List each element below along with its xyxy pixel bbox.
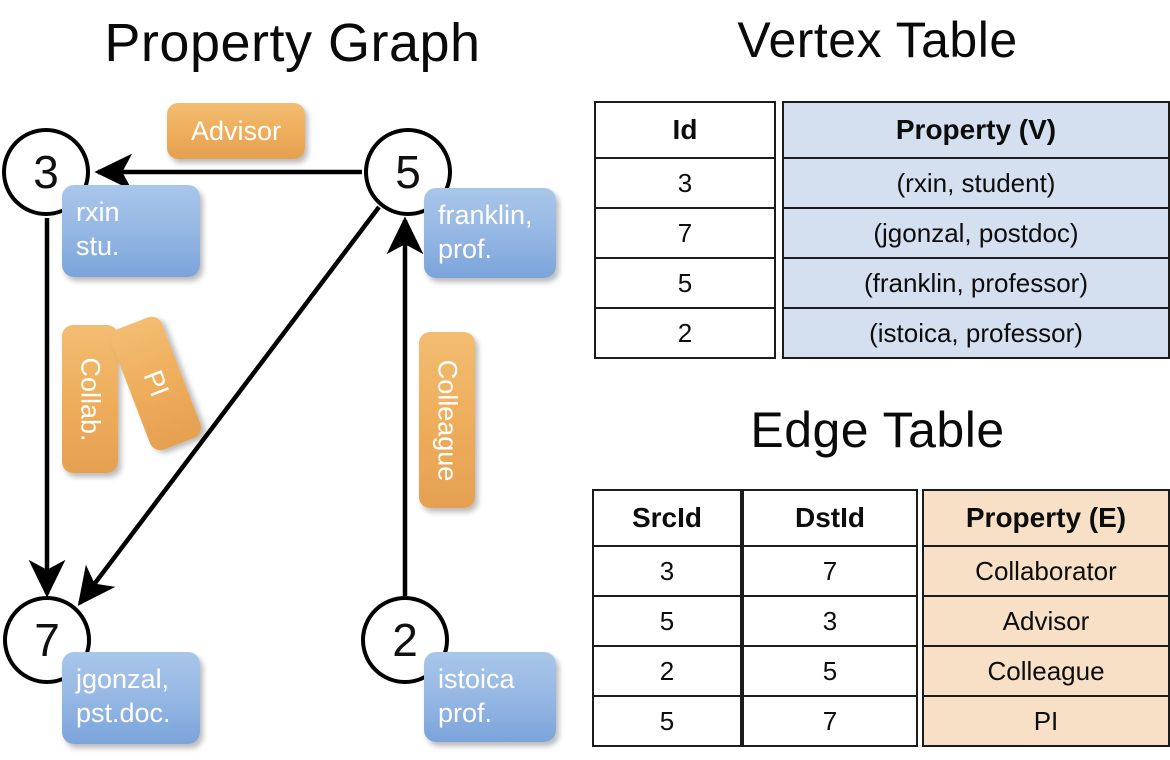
- edge-property-cell: Advisor: [922, 595, 1170, 647]
- vertex-property-box-7: jgonzal, pst.doc.: [62, 652, 200, 744]
- property-graph-diagram: 3 5 7 2 rxin stu. franklin, prof. jgonza…: [2, 103, 556, 744]
- table-row[interactable]: 7: [594, 207, 776, 259]
- edge-label-collab-text: Collab.: [75, 356, 106, 442]
- edge-table-header-dstid: DstId: [742, 489, 918, 547]
- table-header-row: Property (V): [782, 101, 1170, 159]
- page-title-edge-table: Edge Table: [750, 402, 1005, 458]
- edge-src-cell: 5: [592, 595, 742, 647]
- vertex-property-7-line1: jgonzal,: [76, 664, 170, 694]
- vertex-id-cell: 7: [594, 207, 776, 259]
- vertex-property-5-line1: franklin,: [438, 200, 533, 230]
- edge-property-cell: Colleague: [922, 645, 1170, 697]
- table-row[interactable]: 3: [592, 545, 742, 597]
- table-row[interactable]: (jgonzal, postdoc): [782, 207, 1170, 259]
- table-header-row: SrcId: [592, 489, 742, 547]
- vertex-table-property-column: Property (V) (rxin, student) (jgonzal, p…: [782, 101, 1170, 359]
- edge-dst-cell: 3: [742, 595, 918, 647]
- vertex-property-2-line1: istoica: [438, 664, 515, 694]
- edge-table-dstid-column: DstId 7 3 5 7: [742, 489, 918, 747]
- edge-dst-cell: 7: [742, 545, 918, 597]
- table-row[interactable]: PI: [922, 695, 1170, 747]
- edge-dst-cell: 5: [742, 645, 918, 697]
- vertex-id-cell: 5: [594, 257, 776, 309]
- edge-label-box-colleague: Colleague: [419, 332, 475, 508]
- table-row[interactable]: 2: [592, 645, 742, 697]
- vertex-id-cell: 2: [594, 307, 776, 359]
- table-row[interactable]: (istoica, professor): [782, 307, 1170, 359]
- vertex-id-cell: 3: [594, 157, 776, 209]
- edge-5-to-7-pi: [77, 205, 381, 606]
- edge-src-cell: 5: [592, 695, 742, 747]
- table-header-row: Property (E): [922, 489, 1170, 547]
- vertex-property-cell: (istoica, professor): [782, 307, 1170, 359]
- table-row[interactable]: 5: [592, 695, 742, 747]
- table-row[interactable]: 7: [742, 545, 918, 597]
- table-row[interactable]: (franklin, professor): [782, 257, 1170, 309]
- vertex-table-header-id: Id: [594, 101, 776, 159]
- table-row[interactable]: Colleague: [922, 645, 1170, 697]
- vertex-table-id-column: Id 3 7 5 2: [594, 101, 776, 359]
- table-row[interactable]: (rxin, student): [782, 157, 1170, 209]
- edge-property-cell: Collaborator: [922, 545, 1170, 597]
- vertex-property-2-line2: prof.: [438, 698, 493, 728]
- vertex-property-box-2: istoica prof.: [424, 652, 556, 742]
- edge-label-box-collab: Collab.: [62, 325, 118, 473]
- table-row[interactable]: 5: [594, 257, 776, 309]
- table-row[interactable]: 7: [742, 695, 918, 747]
- edge-label-colleague-text: Colleague: [432, 359, 463, 481]
- table-header-row: Id: [594, 101, 776, 159]
- page-title-vertex-table: Vertex Table: [737, 12, 1018, 68]
- graph-node-5[interactable]: 5: [364, 128, 452, 216]
- vertex-property-cell: (rxin, student): [782, 157, 1170, 209]
- edge-property-cell: PI: [922, 695, 1170, 747]
- vertex-property-box-5: franklin, prof.: [424, 188, 556, 278]
- edge-table-srcid-column: SrcId 3 5 2 5: [592, 489, 742, 747]
- graph-node-2[interactable]: 2: [361, 596, 449, 684]
- table-row[interactable]: 5: [592, 595, 742, 647]
- vertex-property-5-line2: prof.: [438, 234, 493, 264]
- vertex-property-box-3: rxin stu.: [62, 185, 200, 277]
- vertex-property-3-line1: rxin: [76, 197, 120, 227]
- edge-src-cell: 2: [592, 645, 742, 697]
- vertex-table-header-property: Property (V): [782, 101, 1170, 159]
- vertex-property-cell: (jgonzal, postdoc): [782, 207, 1170, 259]
- table-row[interactable]: 3: [742, 595, 918, 647]
- edge-table-header-srcid: SrcId: [592, 489, 742, 547]
- edge-label-advisor-text: Advisor: [190, 115, 282, 146]
- table-row[interactable]: Collaborator: [922, 545, 1170, 597]
- page-title-property-graph: Property Graph: [104, 13, 481, 73]
- table-row[interactable]: 5: [742, 645, 918, 697]
- edge-src-cell: 3: [592, 545, 742, 597]
- vertex-property-3-line2: stu.: [76, 231, 120, 261]
- table-row[interactable]: 2: [594, 307, 776, 359]
- edge-label-box-advisor: Advisor: [167, 103, 305, 159]
- vertex-property-cell: (franklin, professor): [782, 257, 1170, 309]
- vertex-property-7-line2: pst.doc.: [76, 698, 171, 728]
- edge-dst-cell: 7: [742, 695, 918, 747]
- table-row[interactable]: 3: [594, 157, 776, 209]
- graph-edges-layer: [28, 153, 424, 606]
- table-header-row: DstId: [742, 489, 918, 547]
- table-row[interactable]: Advisor: [922, 595, 1170, 647]
- edge-table-header-property: Property (E): [922, 489, 1170, 547]
- edge-label-pi-text: PI: [137, 366, 176, 401]
- edge-table-property-column: Property (E) Collaborator Advisor Collea…: [922, 489, 1170, 747]
